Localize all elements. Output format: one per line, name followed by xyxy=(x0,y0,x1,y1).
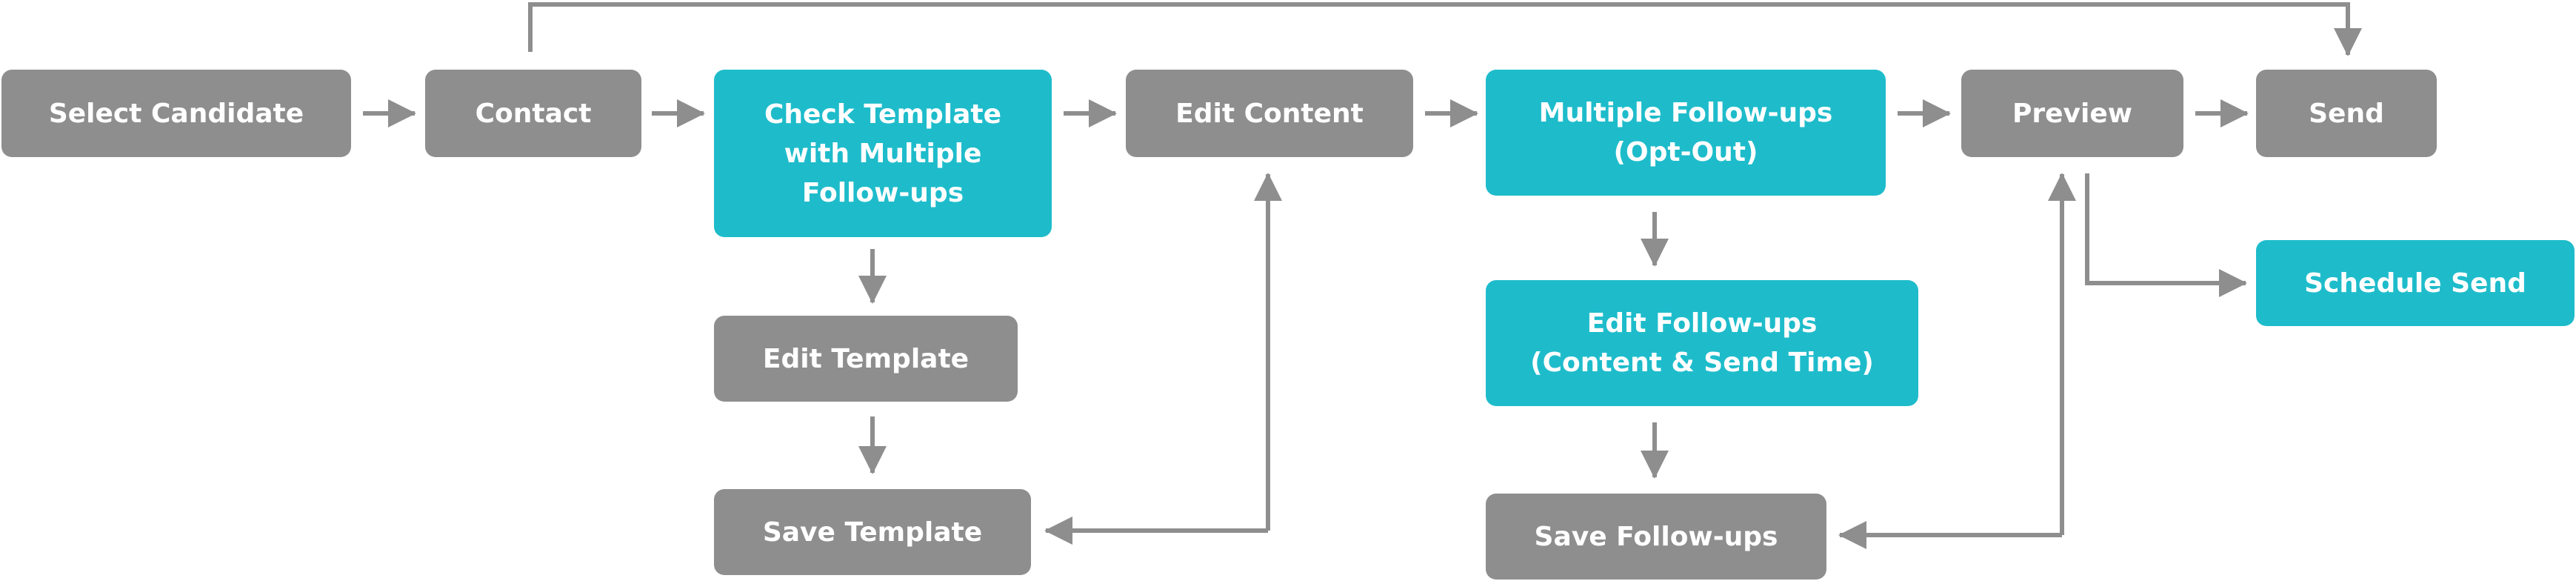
node-contact: Contact xyxy=(425,70,641,157)
node-edit-followups: Edit Follow-ups (Content & Send Time) xyxy=(1486,280,1918,406)
node-edit-template: Edit Template xyxy=(714,316,1018,402)
node-multiple-followups: Multiple Follow-ups (Opt-Out) xyxy=(1486,70,1886,196)
node-send: Send xyxy=(2256,70,2437,157)
node-save-template: Save Template xyxy=(714,489,1031,575)
arrow-preview-to-schedule-send xyxy=(2085,173,2247,297)
node-save-followups: Save Follow-ups xyxy=(1486,494,1826,580)
node-schedule-send: Schedule Send xyxy=(2256,240,2575,326)
arrow-contact-to-send xyxy=(528,2,2362,56)
node-edit-content: Edit Content xyxy=(1126,70,1413,157)
node-preview: Preview xyxy=(1961,70,2183,157)
node-select-candidate: Select Candidate xyxy=(1,70,351,157)
node-check-template: Check Template with Multiple Follow-ups xyxy=(714,70,1052,237)
